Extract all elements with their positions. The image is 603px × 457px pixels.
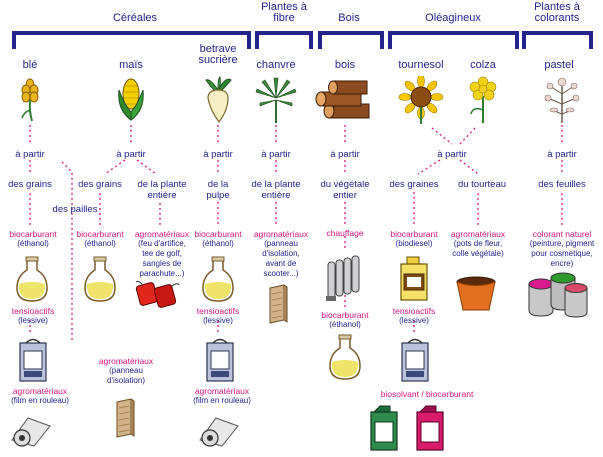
dotted-connectors xyxy=(29,125,563,340)
flask-icon xyxy=(329,334,361,380)
firecracker-icon xyxy=(135,280,180,308)
flask-icon xyxy=(84,256,116,302)
source-oleag-graines: des graines xyxy=(389,179,439,190)
a-partir-ble: à partir xyxy=(15,149,45,160)
source-oleag-tourteau: du tourteau xyxy=(457,179,507,190)
source-ble-grains: des grains xyxy=(8,179,52,190)
jerrycan-icon xyxy=(370,405,398,451)
crop-colza: colza xyxy=(470,59,496,71)
product-betrave-tensioactifs: tensioactifs (lessive) xyxy=(196,306,240,325)
woad-icon xyxy=(544,77,580,123)
product-bois-chauffage: chauffage xyxy=(326,228,364,238)
product-betrave-agromateriaux: agromatériaux (film en rouleau) xyxy=(193,386,251,405)
product-mais-biocarburant: biocarburant (éthanol) xyxy=(76,229,124,248)
category-bois: Bois xyxy=(338,12,360,24)
radiator-icon xyxy=(326,255,360,301)
crop-pastel: pastel xyxy=(544,59,574,71)
a-partir-betrave: à partir xyxy=(203,149,233,160)
category-oleagineux: Oléagineux xyxy=(425,12,481,24)
product-oleag-biosolvant: biosolvant / biocarburant xyxy=(380,389,474,399)
jerrycan-icon xyxy=(400,256,428,301)
detergent-icon xyxy=(401,338,429,382)
flowerpot-icon xyxy=(456,276,496,311)
product-bois-biocarburant: biocarburant (éthanol) xyxy=(321,310,369,329)
source-mais-grains: des grains xyxy=(78,179,122,190)
category-cereales: Céréales xyxy=(112,12,158,24)
product-mais-agromateriaux: agromatériaux (feu d'artifice, tee de go… xyxy=(134,229,190,278)
bracket-bois xyxy=(318,31,384,49)
detergent-icon xyxy=(206,338,234,382)
product-oleag-biocarburant: biocarburant (biodiesel) xyxy=(390,229,438,248)
product-oleag-tensioactifs: tensioactifs (lessive) xyxy=(392,306,436,325)
product-tourteau-agromateriaux: agromatériaux (pots de fleur, colle végé… xyxy=(450,229,506,258)
crop-tournesol: tournesol xyxy=(398,59,444,71)
flask-icon xyxy=(202,256,234,302)
a-partir-mais: à partir xyxy=(116,149,146,160)
wheat-icon xyxy=(21,78,39,122)
product-chanvre-agromateriaux: agromatériaux (panneau d'isolation, avan… xyxy=(253,229,309,278)
a-partir-pastel: à partir xyxy=(547,149,577,160)
source-ble-pailles: des pailles xyxy=(52,204,98,215)
sunflower-icon xyxy=(398,76,444,124)
product-pailles-agromateriaux: agromatériaux (panneau d'isolation) xyxy=(98,356,154,385)
film-roll-icon xyxy=(11,417,51,447)
jerrycan-icon xyxy=(416,405,444,451)
detergent-icon xyxy=(19,338,47,382)
crop-bois: bois xyxy=(334,59,356,71)
bracket-plantes-colorants xyxy=(522,31,593,49)
source-pastel-feuilles: des feuilles xyxy=(538,179,586,190)
a-partir-bois: à partir xyxy=(330,149,360,160)
product-betrave-biocarburant: biocarburant (éthanol) xyxy=(194,229,242,248)
product-ble-agromateriaux: agromatériaux (film en rouleau) xyxy=(11,386,69,405)
film-roll-icon xyxy=(199,417,239,447)
sugar-beet-icon xyxy=(205,76,232,124)
product-ble-tensioactifs: tensioactifs (lessive) xyxy=(11,306,55,325)
category-brackets xyxy=(12,31,593,49)
paint-pots-icon xyxy=(528,272,588,318)
rapeseed-icon xyxy=(469,76,497,123)
product-ble-biocarburant: biocarburant (éthanol) xyxy=(9,229,57,248)
flask-icon xyxy=(16,256,48,302)
crop-ble: blé xyxy=(22,59,38,71)
bracket-cereales xyxy=(12,31,251,49)
panel-icon xyxy=(116,398,135,438)
hemp-icon xyxy=(255,77,297,123)
panel-icon xyxy=(269,284,288,324)
crop-chanvre: chanvre xyxy=(256,59,296,71)
a-partir-oleagineux: à partir xyxy=(437,149,467,160)
bracket-oleagineux xyxy=(388,31,519,49)
bracket-plantes-fibre xyxy=(255,31,313,49)
crop-mais: maïs xyxy=(119,59,143,71)
logs-icon xyxy=(315,80,370,119)
a-partir-chanvre: à partir xyxy=(261,149,291,160)
corn-icon xyxy=(118,78,144,121)
product-pastel-colorant: colorant naturel (peinture, pigment pour… xyxy=(529,229,595,268)
